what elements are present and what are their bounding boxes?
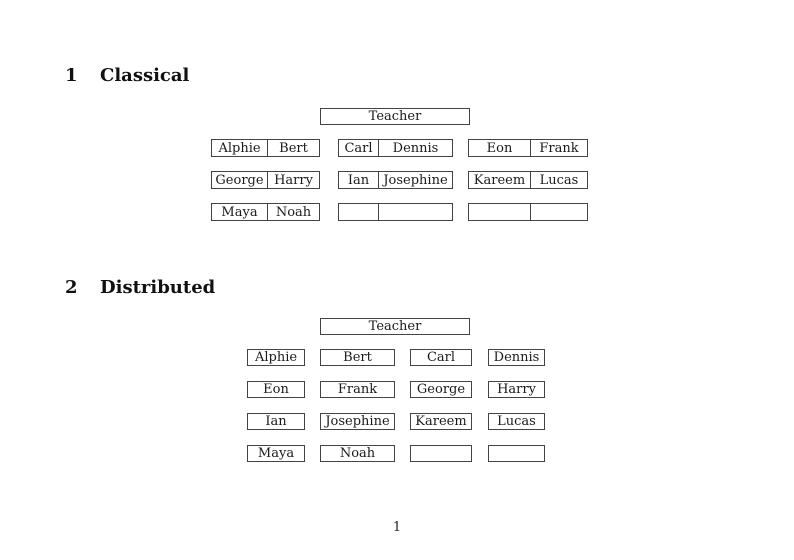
teacher-box: Teacher bbox=[320, 318, 470, 335]
seat-box: Frank bbox=[320, 381, 395, 398]
desk-seat-right: Josephine bbox=[378, 172, 452, 188]
seat-box: George bbox=[410, 381, 472, 398]
seat-box: Eon bbox=[247, 381, 305, 398]
seat-box: Josephine bbox=[320, 413, 395, 430]
seat-box: Lucas bbox=[488, 413, 545, 430]
desk: George Harry bbox=[211, 171, 320, 189]
section-number: 2 bbox=[65, 277, 78, 298]
desk-seat-left: Carl bbox=[344, 140, 373, 156]
seat-box-empty bbox=[410, 445, 472, 462]
section-heading-distributed: 2 Distributed bbox=[65, 277, 215, 298]
seat-box: Maya bbox=[247, 445, 305, 462]
desk-seat-left: Eon bbox=[486, 140, 513, 156]
desk-seat-right: Harry bbox=[267, 172, 319, 188]
section-title: Classical bbox=[100, 65, 190, 86]
seat-box: Harry bbox=[488, 381, 545, 398]
desk-seat-left bbox=[339, 204, 378, 220]
seat-box: Bert bbox=[320, 349, 395, 366]
desk-seat-left: Ian bbox=[347, 172, 370, 188]
seat-box-empty bbox=[488, 445, 545, 462]
section-number: 1 bbox=[65, 65, 78, 86]
desk-seat-left: George bbox=[215, 172, 264, 188]
desk-seat-left: Kareem bbox=[473, 172, 526, 188]
desk-seat-left: Alphie bbox=[218, 140, 261, 156]
seat-box: Alphie bbox=[247, 349, 305, 366]
desk-seat-left bbox=[469, 204, 530, 220]
desk-empty bbox=[468, 203, 588, 221]
desk-empty bbox=[338, 203, 453, 221]
page-number: 1 bbox=[392, 520, 402, 535]
seat-box: Ian bbox=[247, 413, 305, 430]
desk-seat-right: Bert bbox=[267, 140, 319, 156]
desk: Ian Josephine bbox=[338, 171, 453, 189]
seat-box: Dennis bbox=[488, 349, 545, 366]
desk-seat-right: Dennis bbox=[378, 140, 452, 156]
seat-box: Noah bbox=[320, 445, 395, 462]
seat-box: Carl bbox=[410, 349, 472, 366]
desk: Carl Dennis bbox=[338, 139, 453, 157]
desk: Eon Frank bbox=[468, 139, 588, 157]
desk-seat-right: Noah bbox=[267, 204, 319, 220]
section-heading-classical: 1 Classical bbox=[65, 65, 189, 86]
desk-seat-right: Lucas bbox=[530, 172, 587, 188]
seat-box: Kareem bbox=[410, 413, 472, 430]
desk: Kareem Lucas bbox=[468, 171, 588, 189]
desk-seat-right bbox=[530, 204, 587, 220]
teacher-box: Teacher bbox=[320, 108, 470, 125]
desk-seat-right: Frank bbox=[530, 140, 587, 156]
desk-seat-left: Maya bbox=[221, 204, 258, 220]
desk: Alphie Bert bbox=[211, 139, 320, 157]
section-title: Distributed bbox=[100, 277, 216, 298]
desk-seat-right bbox=[378, 204, 452, 220]
desk: Maya Noah bbox=[211, 203, 320, 221]
